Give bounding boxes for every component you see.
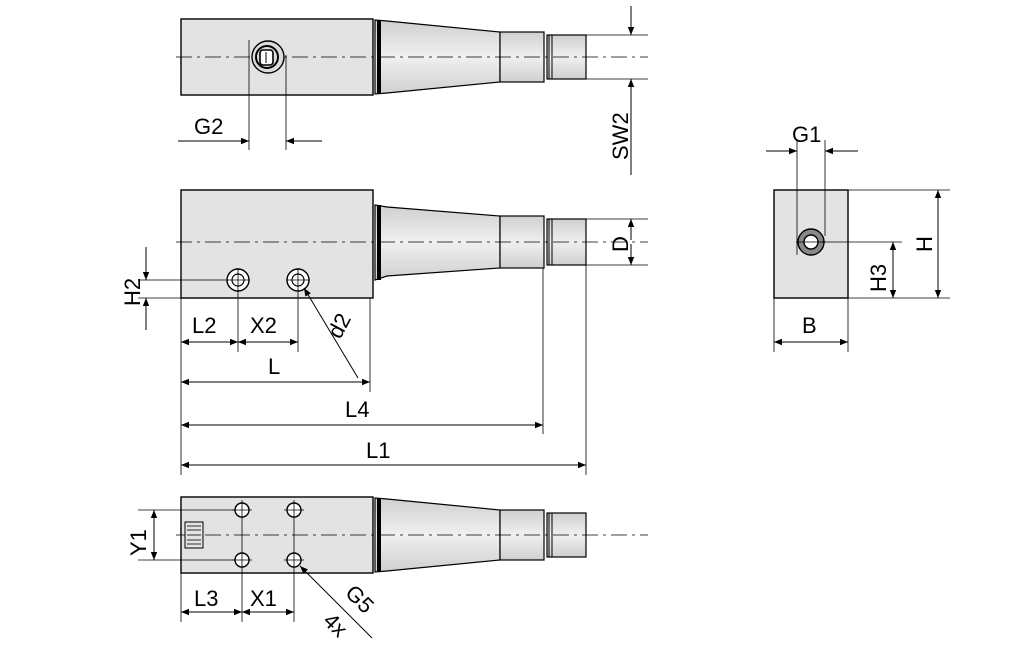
label-d2: d2 xyxy=(322,309,356,342)
front-view: D H2 d2 L2 X2 L L4 L1 xyxy=(120,189,648,475)
label-l2: L2 xyxy=(192,313,216,338)
front-view-block xyxy=(180,189,374,299)
label-b: B xyxy=(802,313,817,338)
top-view: G2 SW2 xyxy=(176,6,648,175)
bottom-view: Y1 L3 X1 G5 4x xyxy=(126,496,648,642)
label-y1: Y1 xyxy=(126,529,151,556)
label-l4: L4 xyxy=(345,397,369,422)
label-x2: X2 xyxy=(250,313,277,338)
label-l1: L1 xyxy=(366,438,390,463)
marking-symbol xyxy=(184,521,204,549)
label-l: L xyxy=(268,354,280,379)
label-x1: X1 xyxy=(250,586,277,611)
end-view: G1 H3 H B xyxy=(766,122,950,352)
label-sw2: SW2 xyxy=(608,112,633,160)
front-view-taper xyxy=(374,204,501,281)
label-d: D xyxy=(608,236,633,252)
label-g2: G2 xyxy=(194,114,223,139)
label-h2: H2 xyxy=(120,278,145,306)
label-h3: H3 xyxy=(866,264,891,292)
label-h: H xyxy=(912,236,937,252)
label-l3: L3 xyxy=(194,586,218,611)
label-g1: G1 xyxy=(792,122,821,147)
